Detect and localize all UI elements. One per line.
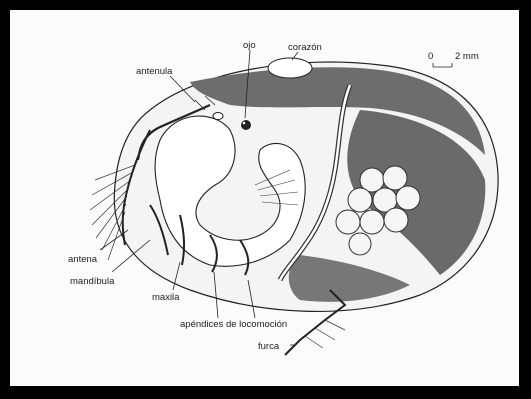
label-antenula: antenula (136, 66, 173, 77)
heart (268, 58, 312, 78)
label-apendices: apéndices de locomoción (180, 319, 287, 330)
eye-small (213, 113, 223, 120)
scale-bar-value: 2 mm (455, 51, 479, 62)
label-antena: antena (68, 254, 98, 265)
label-mandibula: mandíbula (70, 276, 115, 287)
label-ojo: ojo (243, 40, 256, 51)
scale-bar: 0 2 mm (428, 51, 479, 67)
label-furca: furca (258, 341, 280, 352)
label-maxila: maxila (152, 292, 180, 303)
label-corazon: corazón (288, 42, 322, 53)
eye (241, 120, 251, 130)
scale-bar-zero: 0 (428, 51, 433, 62)
